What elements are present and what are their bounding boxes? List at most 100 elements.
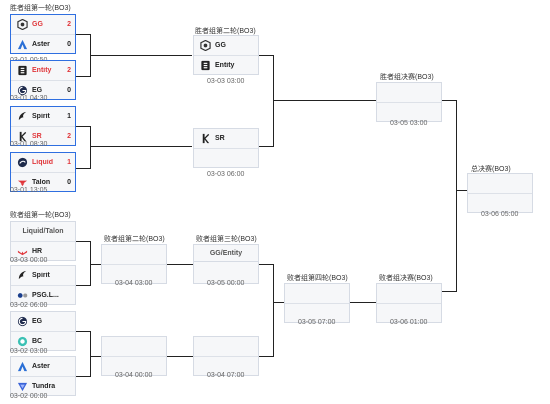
spirit-logo-icon — [16, 270, 28, 282]
team-row[interactable]: Liquid 1 — [11, 153, 75, 172]
divider — [11, 285, 75, 286]
divider — [194, 148, 258, 149]
match-card[interactable]: Liquid 1 Talon 0 — [10, 152, 76, 192]
match-card-empty[interactable] — [376, 283, 442, 323]
team-row[interactable]: EG — [11, 312, 75, 331]
team-name: EG — [32, 318, 43, 325]
match-card-empty[interactable] — [101, 336, 167, 376]
match-card[interactable]: SR — [193, 128, 259, 168]
sr-logo-icon — [16, 131, 28, 143]
divider — [11, 172, 75, 173]
bracket-line — [167, 356, 193, 357]
psg-lgd-logo-icon — [16, 290, 28, 302]
team-row[interactable]: EG 0 — [11, 81, 75, 100]
match-card[interactable]: Liquid/Talon HR — [10, 221, 76, 261]
bracket-line — [90, 331, 91, 377]
bracket-line — [76, 126, 90, 127]
team-name: PSG.L... — [32, 292, 59, 299]
match-time: 03-01 04:30 — [10, 95, 48, 102]
gg-logo-icon — [16, 19, 28, 31]
match-time: 03-01 08:30 — [10, 141, 48, 148]
team-row[interactable]: BC — [11, 332, 75, 351]
team-row[interactable]: Talon 0 — [11, 173, 75, 192]
match-time: 03-06 01:00 — [390, 319, 428, 326]
team-score: 0 — [67, 179, 71, 186]
team-row[interactable]: Aster 0 — [11, 35, 75, 54]
winners-r2-title: 胜者组第二轮(BO3) — [195, 28, 256, 35]
team-name: HR — [32, 248, 43, 255]
match-time: 03-04 00:00 — [115, 372, 153, 379]
match-card[interactable]: GG 2 Aster 0 — [10, 14, 76, 54]
team-name: GG — [32, 21, 43, 28]
team-row[interactable]: GG — [194, 36, 258, 55]
bracket-line — [259, 146, 273, 147]
match-card[interactable]: Spirit 1 SR 2 — [10, 106, 76, 146]
divider — [102, 356, 166, 357]
match-time: 03-04 07:00 — [207, 372, 245, 379]
divider — [11, 241, 75, 242]
bracket-line — [456, 190, 467, 191]
gg-logo-icon — [199, 40, 211, 52]
bracket-line — [273, 100, 376, 101]
match-card[interactable]: GG Entity — [193, 35, 259, 75]
team-row[interactable]: Spirit 1 — [11, 107, 75, 126]
match-time: 03-05 03:00 — [390, 120, 428, 127]
team-row[interactable]: HR — [11, 242, 75, 261]
divider — [468, 193, 532, 194]
bracket-line — [90, 146, 192, 147]
team-row[interactable]: SR — [194, 129, 258, 148]
match-card-empty[interactable] — [101, 244, 167, 284]
match-card[interactable]: Spirit PSG.L... — [10, 265, 76, 305]
pending-slot[interactable]: GG/Entity — [193, 244, 259, 262]
team-name: Entity — [32, 67, 52, 74]
team-row[interactable]: SR 2 — [11, 127, 75, 146]
match-card[interactable]: EG BC — [10, 311, 76, 351]
bracket-line — [259, 264, 273, 265]
team-row[interactable]: Tundra — [11, 377, 75, 396]
match-time: 03-04 03:00 — [115, 280, 153, 287]
spirit-logo-icon — [16, 111, 28, 123]
team-score: 2 — [67, 133, 71, 140]
grand-final-title: 总决赛(BO3) — [471, 166, 511, 173]
pending-slot[interactable]: Liquid/Talon — [11, 222, 75, 241]
team-row[interactable]: PSG.L... — [11, 286, 75, 305]
match-time: 03-01 13:05 — [10, 187, 48, 194]
team-name: GG — [215, 42, 226, 49]
match-card-empty[interactable] — [376, 82, 442, 122]
match-time: 03-06 05:00 — [481, 211, 519, 218]
divider — [377, 102, 441, 103]
team-row[interactable]: Entity 2 — [11, 61, 75, 80]
match-time: 03-02 06:00 — [10, 302, 48, 309]
match-card-empty[interactable] — [284, 283, 350, 323]
bracket-line — [273, 264, 274, 357]
match-time: 03-03 03:00 — [207, 78, 245, 85]
match-card-empty[interactable] — [467, 173, 533, 213]
match-time: 03-03 06:00 — [207, 171, 245, 178]
sr-logo-icon — [199, 133, 211, 145]
team-score: 1 — [67, 113, 71, 120]
team-name: Talon — [32, 179, 51, 186]
match-card[interactable]: Aster Tundra — [10, 356, 76, 396]
match-time: 03-05 00:00 — [207, 280, 245, 287]
team-row[interactable]: GG 2 — [11, 15, 75, 34]
eg-logo-icon — [16, 316, 28, 328]
bracket-line — [456, 100, 457, 292]
aster-logo-icon — [16, 361, 28, 373]
team-row[interactable]: Spirit — [11, 266, 75, 285]
winners-r1-title: 胜者组第一轮(BO3) — [10, 5, 71, 12]
match-card-empty[interactable] — [193, 336, 259, 376]
entity-logo-icon — [199, 60, 211, 72]
bc-logo-icon — [16, 336, 28, 348]
team-row[interactable]: Entity — [194, 56, 258, 75]
team-row-empty[interactable] — [194, 149, 258, 168]
team-row[interactable]: Aster — [11, 357, 75, 376]
match-card[interactable]: Entity 2 EG 0 — [10, 60, 76, 100]
team-name: BC — [32, 338, 43, 345]
team-score: 2 — [67, 21, 71, 28]
eg-logo-icon — [16, 85, 28, 97]
match-card-empty[interactable] — [193, 262, 259, 284]
pending-teams: GG/Entity — [209, 249, 243, 257]
aster-logo-icon — [16, 39, 28, 51]
divider — [377, 303, 441, 304]
team-name: Liquid — [32, 159, 53, 166]
